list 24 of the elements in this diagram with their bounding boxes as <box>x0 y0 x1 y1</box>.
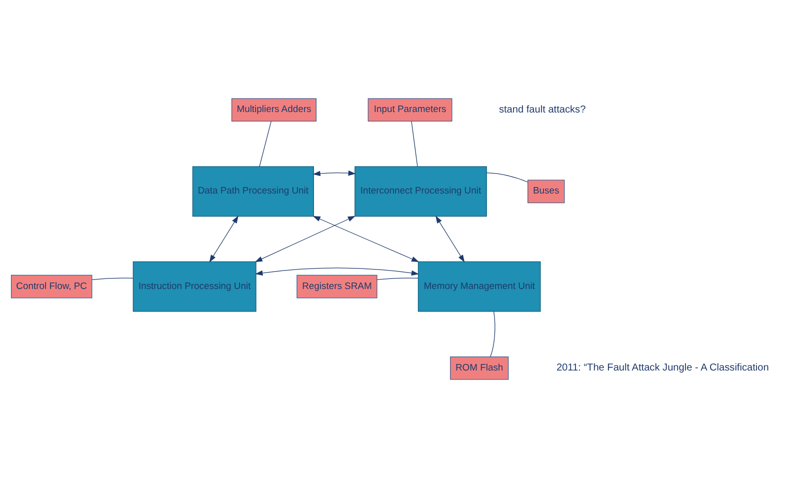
node-box: Multipliers Adders <box>231 98 316 122</box>
node-box: Buses <box>528 180 565 204</box>
arrow <box>312 170 356 176</box>
node-box: Instruction Processing Unit <box>132 261 256 312</box>
arrow <box>254 216 356 262</box>
node-box: Input Parameters <box>368 98 452 122</box>
node-box: Interconnect Processing Unit <box>354 166 487 217</box>
connector <box>411 121 418 167</box>
connector <box>92 278 134 280</box>
connector <box>490 311 496 357</box>
arrow <box>209 216 238 262</box>
arrow <box>312 216 420 262</box>
label: 2011: “The Fault Attack Jungle - A Classification <box>556 362 769 374</box>
arrow <box>435 216 465 262</box>
label: stand fault attacks? <box>498 104 586 116</box>
node-box: Memory Management Unit <box>418 261 541 312</box>
arrow <box>255 268 419 276</box>
node-box: ROM Flash <box>450 356 509 380</box>
connector <box>486 172 528 182</box>
connector <box>259 121 272 167</box>
node-box: Data Path Processing Unit <box>192 166 314 217</box>
node-box: Registers SRAM <box>296 274 378 298</box>
node-box: Control Flow, PC <box>10 274 92 298</box>
connector <box>376 278 418 280</box>
